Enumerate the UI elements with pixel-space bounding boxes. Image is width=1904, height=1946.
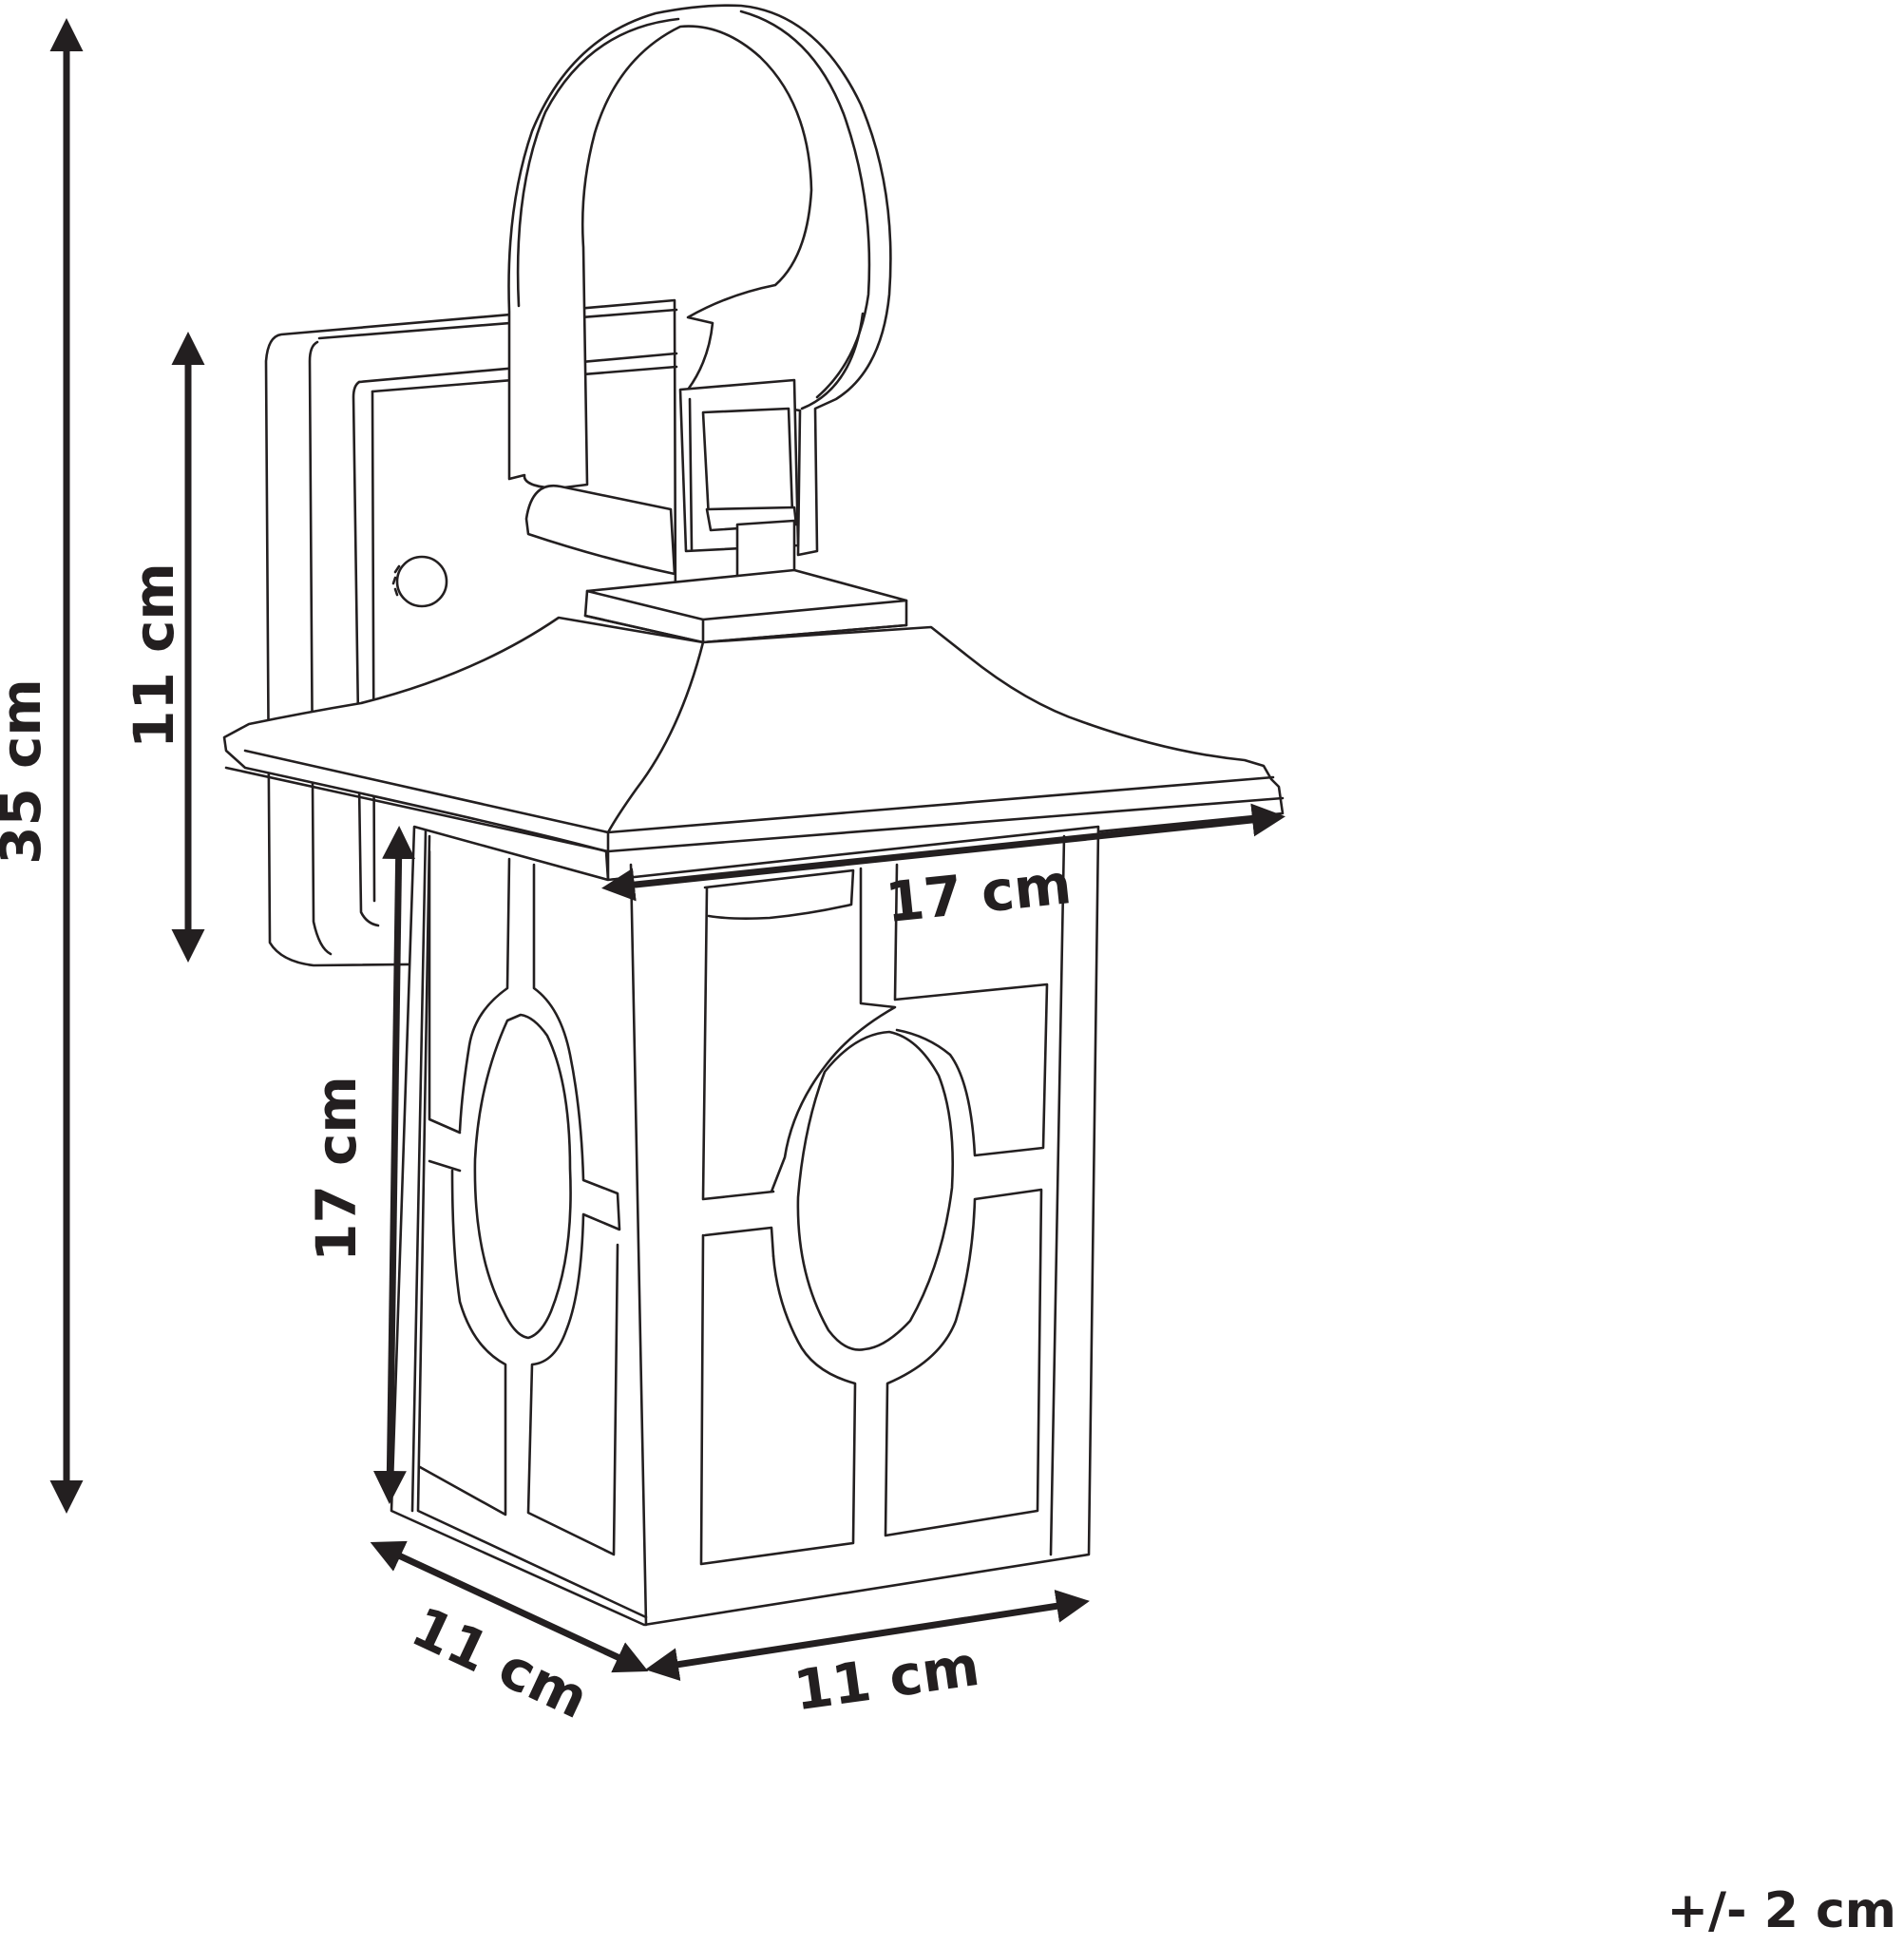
dimension-base-width: 11 cm xyxy=(645,1589,1090,1724)
dimension-label-base-width: 11 cm xyxy=(790,1633,983,1724)
dimension-body-height: 17 cm xyxy=(304,826,416,1504)
dimension-label-base-depth: 11 cm xyxy=(402,1594,598,1731)
tolerance-note: +/- 2 cm xyxy=(1666,1882,1896,1939)
dimension-back-plate-height: 11 cm xyxy=(122,332,205,963)
dimension-label-total-height: 35 cm xyxy=(0,678,53,865)
mounting-screw-bottom xyxy=(391,555,448,608)
dimension-label-body-height: 17 cm xyxy=(304,1076,369,1262)
dimension-label-back-plate-height: 11 cm xyxy=(122,563,186,749)
lantern-drawing xyxy=(222,4,1285,1627)
front-panel xyxy=(699,863,1049,1566)
left-side-panel xyxy=(418,849,621,1556)
dimension-total-height: 35 cm xyxy=(0,18,84,1514)
lantern-body xyxy=(390,825,1100,1627)
